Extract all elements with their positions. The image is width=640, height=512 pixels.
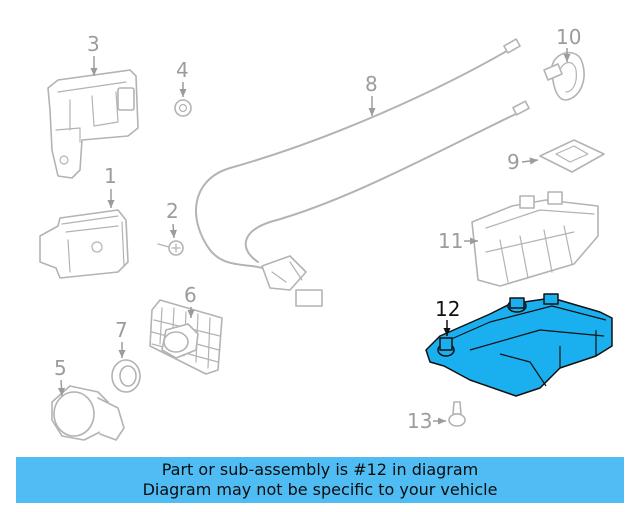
callout-11: 11 [438,229,463,253]
callout-5: 5 [54,356,67,380]
callout-12: 12 [435,297,460,321]
part-7-ring[interactable] [111,359,141,393]
info-banner: Part or sub-assembly is #12 in diagram D… [16,457,624,503]
part-6-sensor-pad[interactable] [149,299,223,375]
part-9-clip-mount[interactable] [539,139,605,173]
callout-6: 6 [184,283,197,307]
part-8-wiring-harness[interactable] [195,38,530,307]
callout-1: 1 [104,164,117,188]
callout-13: 13 [407,409,432,433]
part-1-control-module[interactable] [39,209,129,279]
callout-3: 3 [87,32,100,56]
callout-4: 4 [176,58,189,82]
banner-line-1: Part or sub-assembly is #12 in diagram [161,460,479,479]
part-5-parking-sensor[interactable] [51,385,125,441]
part-11-module-housing[interactable] [471,191,599,287]
part-13-bolt[interactable] [448,401,466,427]
parts-diagram: 3 4 1 2 8 6 [39,25,613,441]
callout-10: 10 [556,25,581,49]
part-10-cable-tie[interactable] [543,51,585,101]
part-2-screw[interactable] [157,240,184,256]
callout-9: 9 [507,150,520,174]
callout-2: 2 [166,199,179,223]
part-3-bracket[interactable] [47,69,139,179]
part-4-grommet[interactable] [174,99,192,117]
callout-7: 7 [115,318,128,342]
banner-line-2: Diagram may not be specific to your vehi… [142,480,498,499]
part-12-bracket-highlighted[interactable] [425,293,613,397]
callout-8: 8 [365,72,378,96]
